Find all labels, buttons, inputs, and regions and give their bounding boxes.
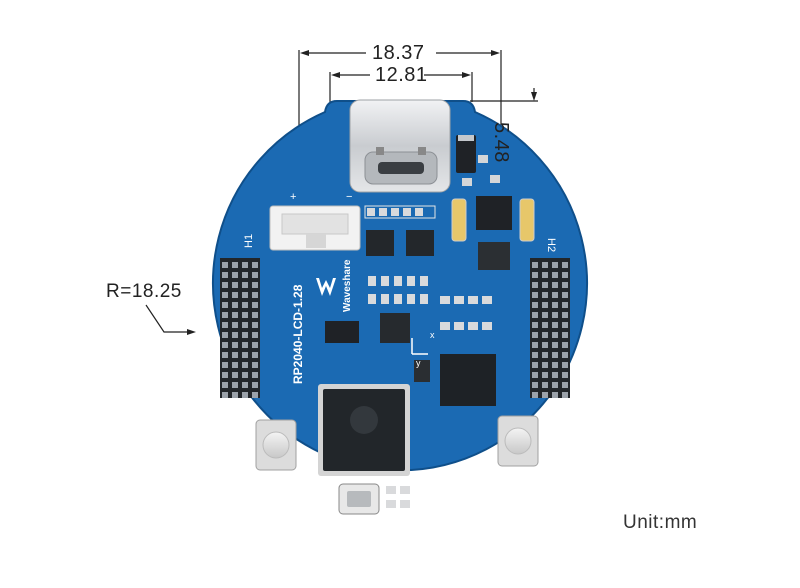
axis-x-label: x (430, 330, 435, 340)
model-label: RP2040-LCD-1.28 (291, 284, 305, 384)
battery-plus-label: + (290, 191, 296, 203)
pin-header-h2 (530, 258, 570, 398)
brand-label: Waveshare (342, 259, 353, 312)
width-outer-dimension: 18.37 (372, 42, 425, 64)
pin-header-h1 (220, 258, 260, 398)
width-inner-dimension: 12.81 (375, 64, 428, 86)
reset-label: RESET (544, 424, 554, 455)
waveshare-logo-icon (316, 278, 336, 296)
unit-note: Unit:mm (623, 512, 698, 533)
axis-marker (411, 338, 428, 355)
radius-dimension: R=18.25 (106, 281, 182, 302)
usb-c-connector (349, 99, 451, 193)
boot-button (255, 419, 297, 471)
header-h1-label: H1 (243, 234, 255, 248)
connector-height-dimension: 5.48 (490, 122, 512, 163)
rp2040-chip (318, 384, 410, 476)
smd-components (325, 135, 535, 515)
reset-button (497, 415, 539, 467)
axis-y-label: y (416, 358, 421, 368)
header-h2-label: H2 (545, 238, 557, 252)
battery-connector (269, 205, 361, 251)
battery-minus-label: − (346, 191, 352, 203)
boot-label: BOOT (244, 434, 254, 460)
